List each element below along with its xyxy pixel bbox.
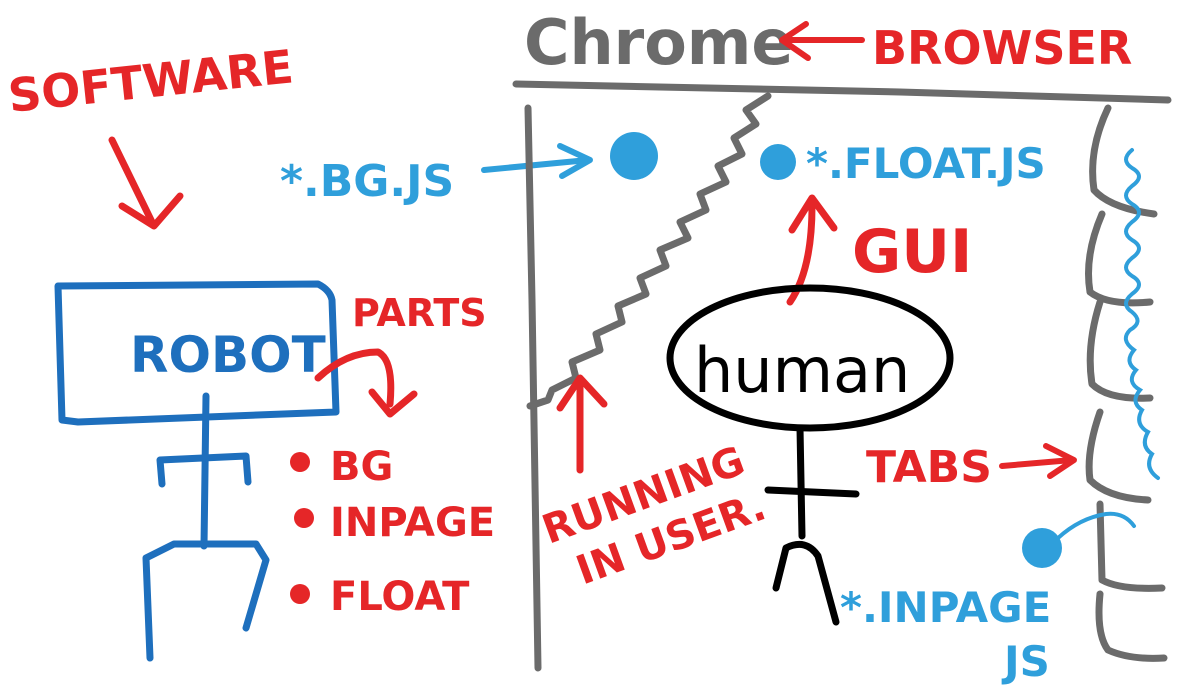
parts-list: BG INPAGE FLOAT: [290, 444, 495, 620]
inpage-js-label-line1: *.INPAGE: [840, 583, 1051, 632]
inpage-js-label-line2: JS: [1001, 637, 1050, 686]
chrome-title: Chrome: [524, 6, 793, 79]
list-bullet: [290, 452, 310, 472]
human-label: human: [694, 334, 910, 407]
list-bullet: [290, 584, 310, 604]
list-item: BG: [330, 444, 393, 490]
software-label: SOFTWARE: [6, 39, 296, 123]
running-arrow: [556, 374, 608, 474]
float-js-label: *.FLOAT.JS: [806, 139, 1046, 188]
inpage-js-connector: [1056, 511, 1136, 540]
inpage-chain: [1123, 148, 1160, 480]
browser-arrow: [779, 21, 865, 61]
tabs-arrow: [999, 443, 1077, 479]
gui-label: GUI: [852, 217, 972, 287]
browser-tabs-icon: [1085, 104, 1168, 662]
list-item: FLOAT: [330, 574, 470, 620]
robot-figure-icon: [142, 392, 270, 662]
human-head: [666, 284, 954, 432]
software-arrow: [108, 136, 184, 230]
browser-label: BROWSER: [872, 21, 1132, 75]
tabs-label: TABS: [866, 442, 992, 493]
inpage-js-dot: [1022, 528, 1062, 568]
float-js-dot: [760, 144, 796, 180]
robot-label: ROBOT: [130, 326, 326, 384]
list-item: INPAGE: [330, 500, 495, 546]
bg-js-arrow: [481, 143, 593, 179]
bg-js-dot: [610, 132, 658, 180]
parts-arrow: [314, 348, 418, 418]
parts-label: PARTS: [352, 291, 487, 335]
bg-js-label: *.BG.JS: [280, 156, 454, 207]
human-figure-icon: [764, 424, 860, 626]
gui-arrow: [786, 194, 838, 306]
list-bullet: [294, 508, 314, 528]
browser-frame: [512, 80, 1172, 672]
